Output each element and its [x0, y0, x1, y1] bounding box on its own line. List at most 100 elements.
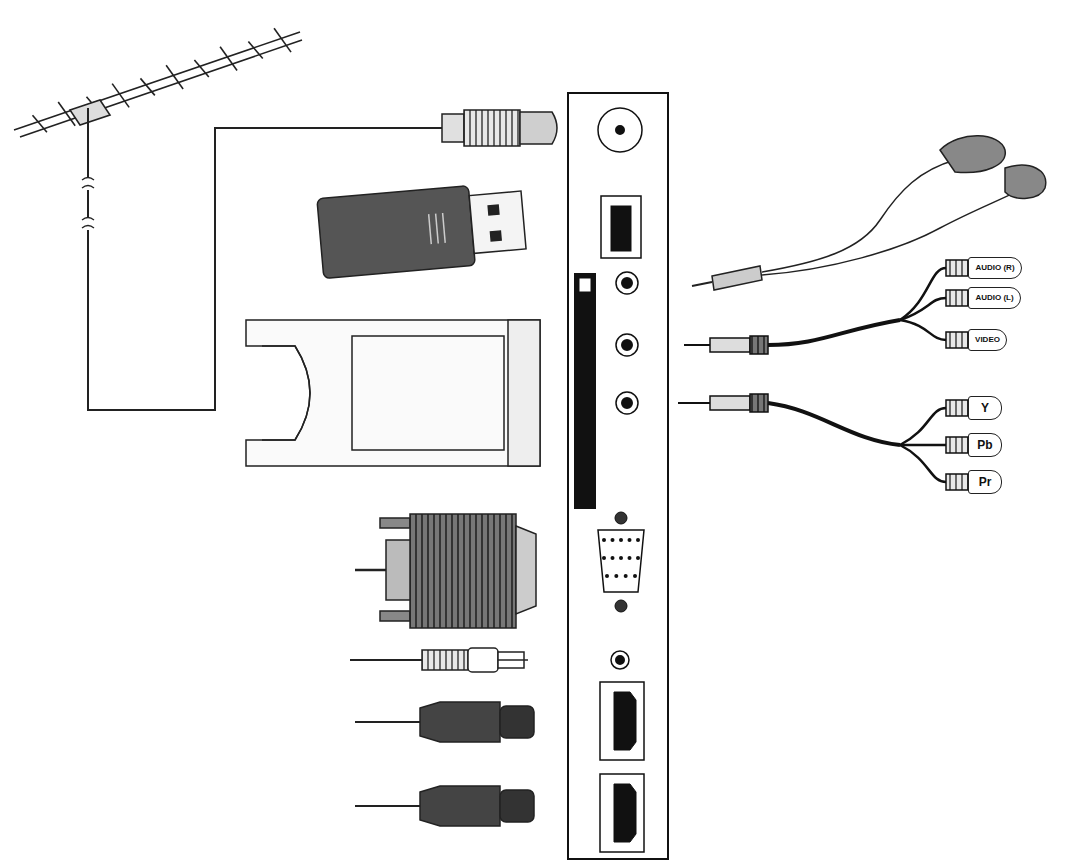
- plug-label: AUDIO (L): [975, 294, 1013, 302]
- ci-module-card: [246, 320, 540, 466]
- hdmi-plug: [500, 790, 534, 822]
- connection-panel: [616, 126, 624, 134]
- connection-panel: [598, 530, 644, 592]
- connection-panel: [602, 538, 606, 542]
- antenna-mast: [87, 190, 89, 218]
- antenna: [274, 28, 291, 52]
- connection-panel: [614, 692, 636, 750]
- connection-panel: [605, 574, 609, 578]
- vga-plug: [355, 514, 536, 628]
- connection-panel: [600, 682, 644, 760]
- usb-stick: [317, 181, 527, 278]
- antenna-mast: [82, 218, 94, 221]
- antenna-mast: [87, 108, 89, 178]
- connection-panel: [568, 93, 668, 859]
- connection-panel: [602, 538, 640, 578]
- antenna: [14, 32, 300, 130]
- antenna: [112, 84, 129, 108]
- av-cable: [946, 332, 968, 348]
- antenna-mast: [82, 178, 94, 181]
- component-cable: [750, 394, 768, 412]
- rca-plug-head: VIDEO: [968, 329, 1007, 351]
- hdmi-plug: [420, 786, 500, 826]
- coax-plug: [464, 110, 520, 146]
- connection-panel: [624, 574, 628, 578]
- connection-panel: [615, 512, 627, 524]
- earphones: [712, 266, 762, 290]
- av-cable: [768, 320, 900, 345]
- component-cable: [678, 402, 710, 404]
- connection-panel: [601, 196, 641, 258]
- av-cable: [684, 344, 710, 346]
- plug-label: Pr: [979, 476, 992, 488]
- vga-plug: [516, 526, 536, 614]
- connection-panel: [628, 556, 632, 560]
- connection-panel: [622, 340, 632, 350]
- connection-panel: [611, 556, 615, 560]
- connection-panel: [614, 784, 636, 842]
- av-cable: [900, 298, 946, 320]
- antenna: [220, 47, 237, 71]
- vga-plug: [410, 514, 516, 628]
- connection-panel: [622, 278, 632, 288]
- connection-panel: [636, 538, 640, 542]
- antenna: [14, 28, 302, 137]
- av-cable: [900, 268, 946, 320]
- connection-panel: [600, 774, 644, 852]
- usb-stick: [443, 213, 446, 243]
- connection-panel: [616, 656, 624, 664]
- connection-panel: [619, 538, 623, 542]
- rca-plug-head: Y: [968, 396, 1002, 420]
- rca-plug: [498, 659, 528, 661]
- component-cable: [710, 396, 750, 410]
- usb-stick: [317, 186, 475, 279]
- antenna-mast: [82, 186, 94, 189]
- antenna: [20, 40, 302, 137]
- antenna: [33, 115, 47, 132]
- plug-label: Y: [981, 402, 989, 414]
- usb-stick: [488, 205, 499, 215]
- plug-label: Pb: [977, 439, 992, 451]
- component-cable: [678, 394, 968, 490]
- earphones: [1005, 165, 1046, 198]
- connection-panel: [614, 574, 618, 578]
- usb-stick: [429, 214, 432, 244]
- connection-panel: [611, 538, 615, 542]
- rca-plug: [468, 648, 498, 672]
- connection-panel: [633, 574, 637, 578]
- connection-panel: [622, 398, 632, 408]
- connection-panel: [616, 392, 638, 414]
- earphones: [940, 136, 1005, 173]
- plug-label: VIDEO: [975, 336, 1000, 344]
- connection-panel: [568, 93, 668, 859]
- hdmi-plug: [355, 805, 420, 807]
- antenna: [33, 28, 292, 132]
- earphones: [762, 160, 955, 272]
- rca-plug-head: Pr: [968, 470, 1002, 494]
- antenna: [70, 100, 110, 125]
- usb-stick: [490, 231, 501, 241]
- ci-module-card: [246, 320, 540, 466]
- rca-plug: [350, 659, 422, 661]
- component-cable: [900, 408, 946, 445]
- hdmi-plug: [355, 702, 534, 826]
- connection-panel: [636, 556, 640, 560]
- vga-plug: [380, 518, 410, 528]
- rca-plug-head: Pb: [968, 433, 1002, 457]
- coax-plug: [442, 110, 557, 146]
- antenna: [140, 78, 154, 95]
- hdmi-plug: [420, 702, 500, 742]
- rca-plug-head: AUDIO (R): [968, 257, 1022, 279]
- av-cable: [946, 260, 968, 276]
- ci-module-card: [262, 346, 310, 440]
- antenna: [248, 42, 262, 59]
- hdmi-plug: [500, 706, 534, 738]
- av-cable: [900, 320, 946, 340]
- antenna-mast: [82, 226, 94, 229]
- connection-panel: [579, 278, 591, 292]
- component-cable: [900, 445, 946, 482]
- coax-plug: [520, 112, 557, 144]
- av-cable: [684, 260, 968, 354]
